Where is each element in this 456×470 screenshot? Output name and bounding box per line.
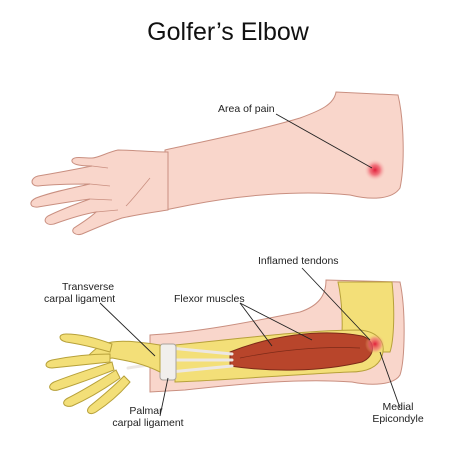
label-medial-line1: Medial [383,401,414,413]
label-flexor-muscles: Flexor muscles [174,293,245,305]
hand-shape [30,149,169,235]
arm-anatomy [45,279,405,415]
label-transverse-line1: Transverse [62,281,114,293]
carpal-ligament-band [159,343,177,381]
pain-spot-top [364,159,386,181]
forearm-shape [164,91,404,211]
label-medial-line2: Epicondyle [372,413,424,425]
leader-lines [99,113,401,417]
label-palmar-line2: carpal ligament [112,417,183,429]
arm-skin [30,91,404,235]
pain-spot-bottom [365,334,385,354]
hand-bones [45,333,161,415]
label-inflamed-tendons: Inflamed tendons [258,255,339,267]
label-area-of-pain: Area of pain [218,103,275,115]
page-title: Golfer’s Elbow [147,18,309,46]
label-transverse-line2: carpal ligament [44,293,115,305]
label-palmar-line1: Palmar [129,405,163,417]
